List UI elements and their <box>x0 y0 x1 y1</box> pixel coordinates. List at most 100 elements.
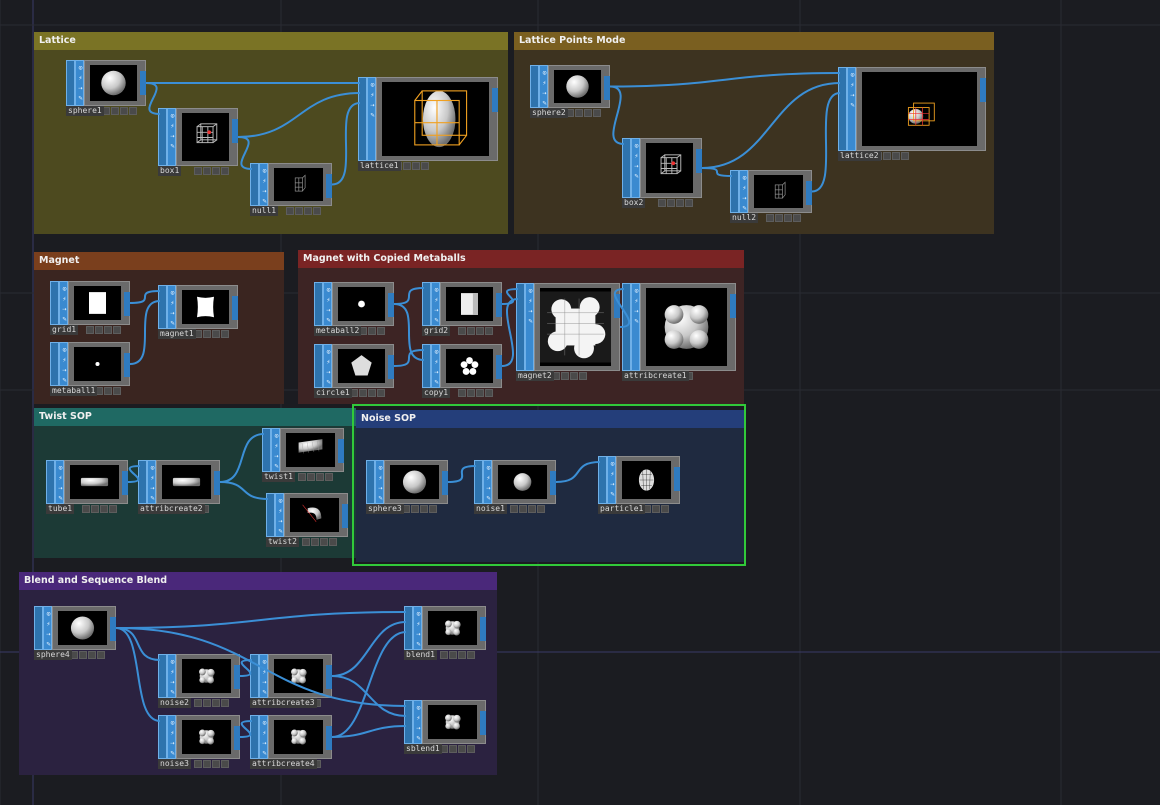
node-input-strip[interactable] <box>50 342 59 386</box>
node-toggle-flag[interactable] <box>892 152 900 160</box>
node-toggle-flag[interactable] <box>676 199 684 207</box>
node-input-strip[interactable] <box>366 460 375 504</box>
node-toggle-flag[interactable] <box>411 505 419 513</box>
node-flag-icon[interactable]: ✎ <box>262 688 267 696</box>
node-flag-icon[interactable]: ⊙ <box>170 658 175 666</box>
node-flag-strip[interactable]: ⊙⚡⇢✎ <box>413 700 422 744</box>
node-flag-icon[interactable]: ⚡ <box>434 358 439 366</box>
node-flag-strip[interactable]: ⊙⚡⇢✎ <box>275 493 284 537</box>
node-viewer[interactable] <box>548 65 610 108</box>
node-output-connector[interactable] <box>388 293 394 317</box>
node-flag-icon[interactable]: ⇢ <box>486 484 491 492</box>
node-output-connector[interactable] <box>604 76 610 100</box>
network-box-title[interactable]: Lattice <box>34 32 508 50</box>
node-viewer[interactable] <box>176 285 238 329</box>
node-flag-icon[interactable]: ✎ <box>528 317 533 325</box>
node-name-label[interactable]: sphere1 <box>66 106 104 116</box>
node-toggle-flag[interactable] <box>901 152 909 160</box>
node-toggle-flag[interactable] <box>212 760 220 768</box>
node-toggle-flag[interactable] <box>302 538 310 546</box>
network-box-title[interactable]: Noise SOP <box>356 410 746 428</box>
node-toggle-flag[interactable] <box>652 505 660 513</box>
node-metaball2[interactable]: ⊙⚡⇢✎metaball2 <box>314 282 394 338</box>
node-toggle-flag[interactable] <box>113 326 121 334</box>
node-name-label[interactable]: twist2 <box>266 537 299 547</box>
node-flag-icon[interactable]: ⊙ <box>610 460 615 468</box>
node-name-label[interactable]: magnet2 <box>516 371 554 381</box>
node-flag-icon[interactable]: ✎ <box>326 316 331 324</box>
node-output-connector[interactable] <box>388 355 394 379</box>
node-input-strip[interactable] <box>598 456 607 504</box>
node-toggle-flag[interactable] <box>307 473 315 481</box>
node-output-connector[interactable] <box>234 665 240 689</box>
node-toggle-flag[interactable] <box>575 109 583 117</box>
node-flag-icon[interactable]: ⚡ <box>262 177 267 185</box>
node-attribcreate3[interactable]: ⊙⚡⇢✎attribcreate3 <box>250 654 332 710</box>
node-flag-icon[interactable]: ✎ <box>850 101 855 109</box>
node-flag-icon[interactable]: ✎ <box>170 142 175 150</box>
node-flag-icon[interactable]: ⊙ <box>274 432 279 440</box>
node-output-connector[interactable] <box>696 149 702 173</box>
node-tube1[interactable]: ⊙⚡⇢✎tube1 <box>46 460 128 516</box>
node-sphere3[interactable]: ⊙⚡⇢✎sphere3 <box>366 460 448 516</box>
node-toggle-flag[interactable] <box>519 505 527 513</box>
node-input-strip[interactable] <box>46 460 55 504</box>
node-flag-icon[interactable]: ⊙ <box>262 719 267 727</box>
node-flag-icon[interactable]: ⇢ <box>370 101 375 109</box>
node-toggle-flag[interactable] <box>104 326 112 334</box>
node-flag-icon[interactable]: ⇢ <box>170 309 175 317</box>
node-flag-icon[interactable]: ⇢ <box>278 517 283 525</box>
node-flag-strip[interactable]: ⊙⚡⇢✎ <box>323 282 332 326</box>
node-toggle-flag[interactable] <box>467 327 475 335</box>
node-flag-icon[interactable]: ✎ <box>170 749 175 757</box>
node-viewer[interactable] <box>176 715 240 759</box>
node-flag-icon[interactable]: ✎ <box>610 490 615 498</box>
node-lattice2[interactable]: ⊙⚡⇢✎lattice2 <box>838 67 986 163</box>
node-flag-icon[interactable]: ⊙ <box>370 81 375 89</box>
node-name-label[interactable]: noise3 <box>158 759 191 769</box>
node-flag-icon[interactable]: ⊙ <box>278 497 283 505</box>
node-flag-icon[interactable]: ✎ <box>58 494 63 502</box>
node-output-connector[interactable] <box>214 471 220 495</box>
node-sphere2[interactable]: ⊙⚡⇢✎sphere2 <box>530 65 610 120</box>
node-input-strip[interactable] <box>158 654 167 698</box>
node-toggle-flag[interactable] <box>593 109 601 117</box>
node-flag-icon[interactable]: ⇢ <box>634 307 639 315</box>
node-lattice1[interactable]: ⊙⚡⇢✎lattice1 <box>358 77 498 173</box>
node-flag-icon[interactable]: ⚡ <box>78 74 83 82</box>
node-flag-icon[interactable]: ⊙ <box>634 142 639 150</box>
node-flag-strip[interactable]: ⊙⚡⇢✎ <box>631 138 640 198</box>
node-flag-icon[interactable]: ✎ <box>278 527 283 535</box>
node-toggle-flag[interactable] <box>111 107 119 115</box>
node-flag-icon[interactable]: ✎ <box>416 734 421 742</box>
node-viewer[interactable] <box>748 170 812 213</box>
node-flag-icon[interactable]: ⇢ <box>262 678 267 686</box>
node-input-strip[interactable] <box>158 715 167 759</box>
node-input-strip[interactable] <box>314 344 323 388</box>
node-box2[interactable]: ⊙⚡⇢✎box2 <box>622 138 702 210</box>
node-attribcreate4[interactable]: ⊙⚡⇢✎attribcreate4 <box>250 715 332 771</box>
node-toggle-flag[interactable] <box>485 389 493 397</box>
node-copy1[interactable]: ⊙⚡⇢✎copy1 <box>422 344 502 400</box>
node-output-connector[interactable] <box>480 617 486 641</box>
node-flag-icon[interactable]: ⚡ <box>262 729 267 737</box>
node-toggle-flag[interactable] <box>467 389 475 397</box>
node-flag-icon[interactable]: ⊙ <box>170 719 175 727</box>
node-flag-icon[interactable]: ⚡ <box>370 91 375 99</box>
node-flag-icon[interactable]: ⚡ <box>150 474 155 482</box>
node-flag-icon[interactable]: ⚡ <box>850 81 855 89</box>
node-flag-icon[interactable]: ✎ <box>542 99 547 107</box>
node-name-label[interactable]: noise2 <box>158 698 191 708</box>
node-flag-icon[interactable]: ✎ <box>170 688 175 696</box>
node-viewer[interactable] <box>440 282 502 326</box>
node-flag-icon[interactable]: ⊙ <box>434 348 439 356</box>
node-toggle-flag[interactable] <box>325 473 333 481</box>
node-flag-icon[interactable]: ⚡ <box>634 152 639 160</box>
node-flag-icon[interactable]: ✎ <box>170 319 175 327</box>
node-flag-icon[interactable]: ⇢ <box>46 630 51 638</box>
node-viewer[interactable] <box>280 428 344 472</box>
node-flag-icon[interactable]: ⊙ <box>528 287 533 295</box>
node-toggle-flag[interactable] <box>458 389 466 397</box>
node-toggle-flag[interactable] <box>775 214 783 222</box>
node-viewer[interactable] <box>268 715 332 759</box>
